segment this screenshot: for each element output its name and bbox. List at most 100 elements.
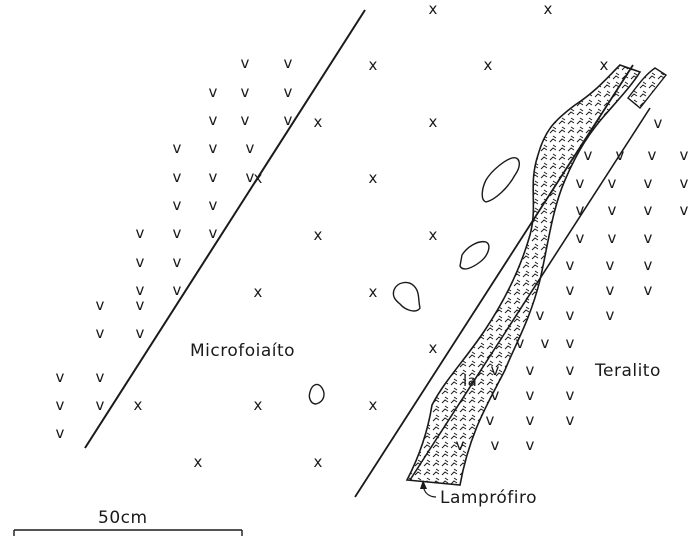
- x-symbol: x: [429, 113, 438, 131]
- v-symbol: v: [644, 229, 653, 247]
- v-symbol: v: [576, 229, 585, 247]
- v-symbol: v: [96, 324, 105, 342]
- v-symbol: v: [209, 196, 218, 214]
- v-symbol: v: [608, 229, 617, 247]
- label-la: la: [463, 372, 477, 390]
- v-symbol: v: [644, 256, 653, 274]
- v-symbol: v: [606, 306, 615, 324]
- v-symbol: v: [284, 83, 293, 101]
- v-symbol: v: [173, 168, 182, 186]
- x-symbol: x: [314, 226, 323, 244]
- v-symbol: v: [173, 281, 182, 299]
- v-symbol: v: [96, 396, 105, 414]
- v-symbol: v: [284, 54, 293, 72]
- scale-bar: [14, 530, 242, 536]
- v-symbol: v: [644, 281, 653, 299]
- v-symbol: v: [96, 296, 105, 314]
- x-symbol: x: [314, 113, 323, 131]
- v-symbol: v: [654, 114, 663, 132]
- v-symbol: v: [680, 174, 689, 192]
- x-symbol: x: [194, 453, 203, 471]
- v-symbol: v: [456, 436, 465, 454]
- v-symbol: v: [241, 54, 250, 72]
- v-symbol: v: [644, 201, 653, 219]
- x-symbol: x: [254, 396, 263, 414]
- xenolith-1: [482, 158, 519, 202]
- v-symbol: v: [486, 411, 495, 429]
- v-symbol: v: [246, 168, 255, 186]
- xenolith-3: [393, 283, 420, 311]
- v-symbol: v: [566, 386, 575, 404]
- x-symbol: x: [134, 396, 143, 414]
- v-symbol: v: [576, 174, 585, 192]
- v-symbol: v: [516, 334, 525, 352]
- v-symbol: v: [680, 146, 689, 164]
- v-symbol: v: [566, 281, 575, 299]
- v-symbol: v: [491, 436, 500, 454]
- x-symbol: x: [429, 339, 438, 357]
- v-symbol: v: [584, 146, 593, 164]
- v-symbol: v: [608, 174, 617, 192]
- x-symbol: x: [314, 453, 323, 471]
- v-symbol: v: [241, 83, 250, 101]
- contact-line-left: [85, 10, 365, 448]
- v-symbol: v: [526, 361, 535, 379]
- v-symbol: v: [136, 253, 145, 271]
- v-symbol: v: [173, 196, 182, 214]
- v-symbol: v: [241, 111, 250, 129]
- v-symbol: v: [680, 201, 689, 219]
- x-symbol: x: [369, 396, 378, 414]
- x-symbol: x: [600, 56, 609, 74]
- x-symbol: x: [429, 0, 438, 18]
- v-symbol: v: [209, 224, 218, 242]
- v-symbol: v: [56, 424, 65, 442]
- xenolith-4: [309, 385, 324, 404]
- v-symbol: v: [606, 256, 615, 274]
- v-symbol: v: [491, 361, 500, 379]
- v-symbol: v: [246, 139, 255, 157]
- v-symbol: v: [56, 396, 65, 414]
- v-symbol: v: [648, 146, 657, 164]
- v-symbol: v: [566, 306, 575, 324]
- x-symbol: x: [484, 56, 493, 74]
- v-symbol: v: [136, 224, 145, 242]
- v-symbol: v: [136, 296, 145, 314]
- v-symbol: v: [209, 83, 218, 101]
- v-symbol: v: [526, 436, 535, 454]
- v-symbol: v: [566, 361, 575, 379]
- v-symbol: v: [491, 386, 500, 404]
- v-symbol: v: [96, 368, 105, 386]
- v-symbol: v: [173, 139, 182, 157]
- x-symbol: x: [369, 56, 378, 74]
- v-symbol: v: [644, 174, 653, 192]
- v-symbol: v: [526, 386, 535, 404]
- scale-bar-label: 50cm: [98, 508, 148, 528]
- v-symbol: v: [284, 111, 293, 129]
- v-symbol: v: [576, 201, 585, 219]
- label-microfoiaito: Microfoiaíto: [190, 341, 295, 361]
- xenolith-2: [460, 242, 489, 269]
- v-symbol: v: [606, 281, 615, 299]
- v-symbol: v: [616, 146, 625, 164]
- label-teralito: Teralito: [595, 361, 661, 381]
- v-symbol: v: [566, 334, 575, 352]
- v-symbol: v: [526, 411, 535, 429]
- v-symbol: v: [136, 324, 145, 342]
- x-symbol: x: [369, 283, 378, 301]
- label-lamprofiro: Lamprófiro: [440, 488, 537, 508]
- lamprophyre-dike: [407, 65, 640, 485]
- x-symbol: x: [544, 0, 553, 18]
- v-symbol: v: [608, 201, 617, 219]
- x-symbol: x: [429, 226, 438, 244]
- v-symbol: v: [173, 224, 182, 242]
- x-symbol: x: [369, 169, 378, 187]
- v-symbol: v: [566, 256, 575, 274]
- v-symbol: v: [56, 368, 65, 386]
- v-symbol: v: [173, 253, 182, 271]
- x-symbol: x: [254, 283, 263, 301]
- v-symbol: v: [566, 411, 575, 429]
- v-symbol: v: [209, 139, 218, 157]
- v-symbol: v: [209, 168, 218, 186]
